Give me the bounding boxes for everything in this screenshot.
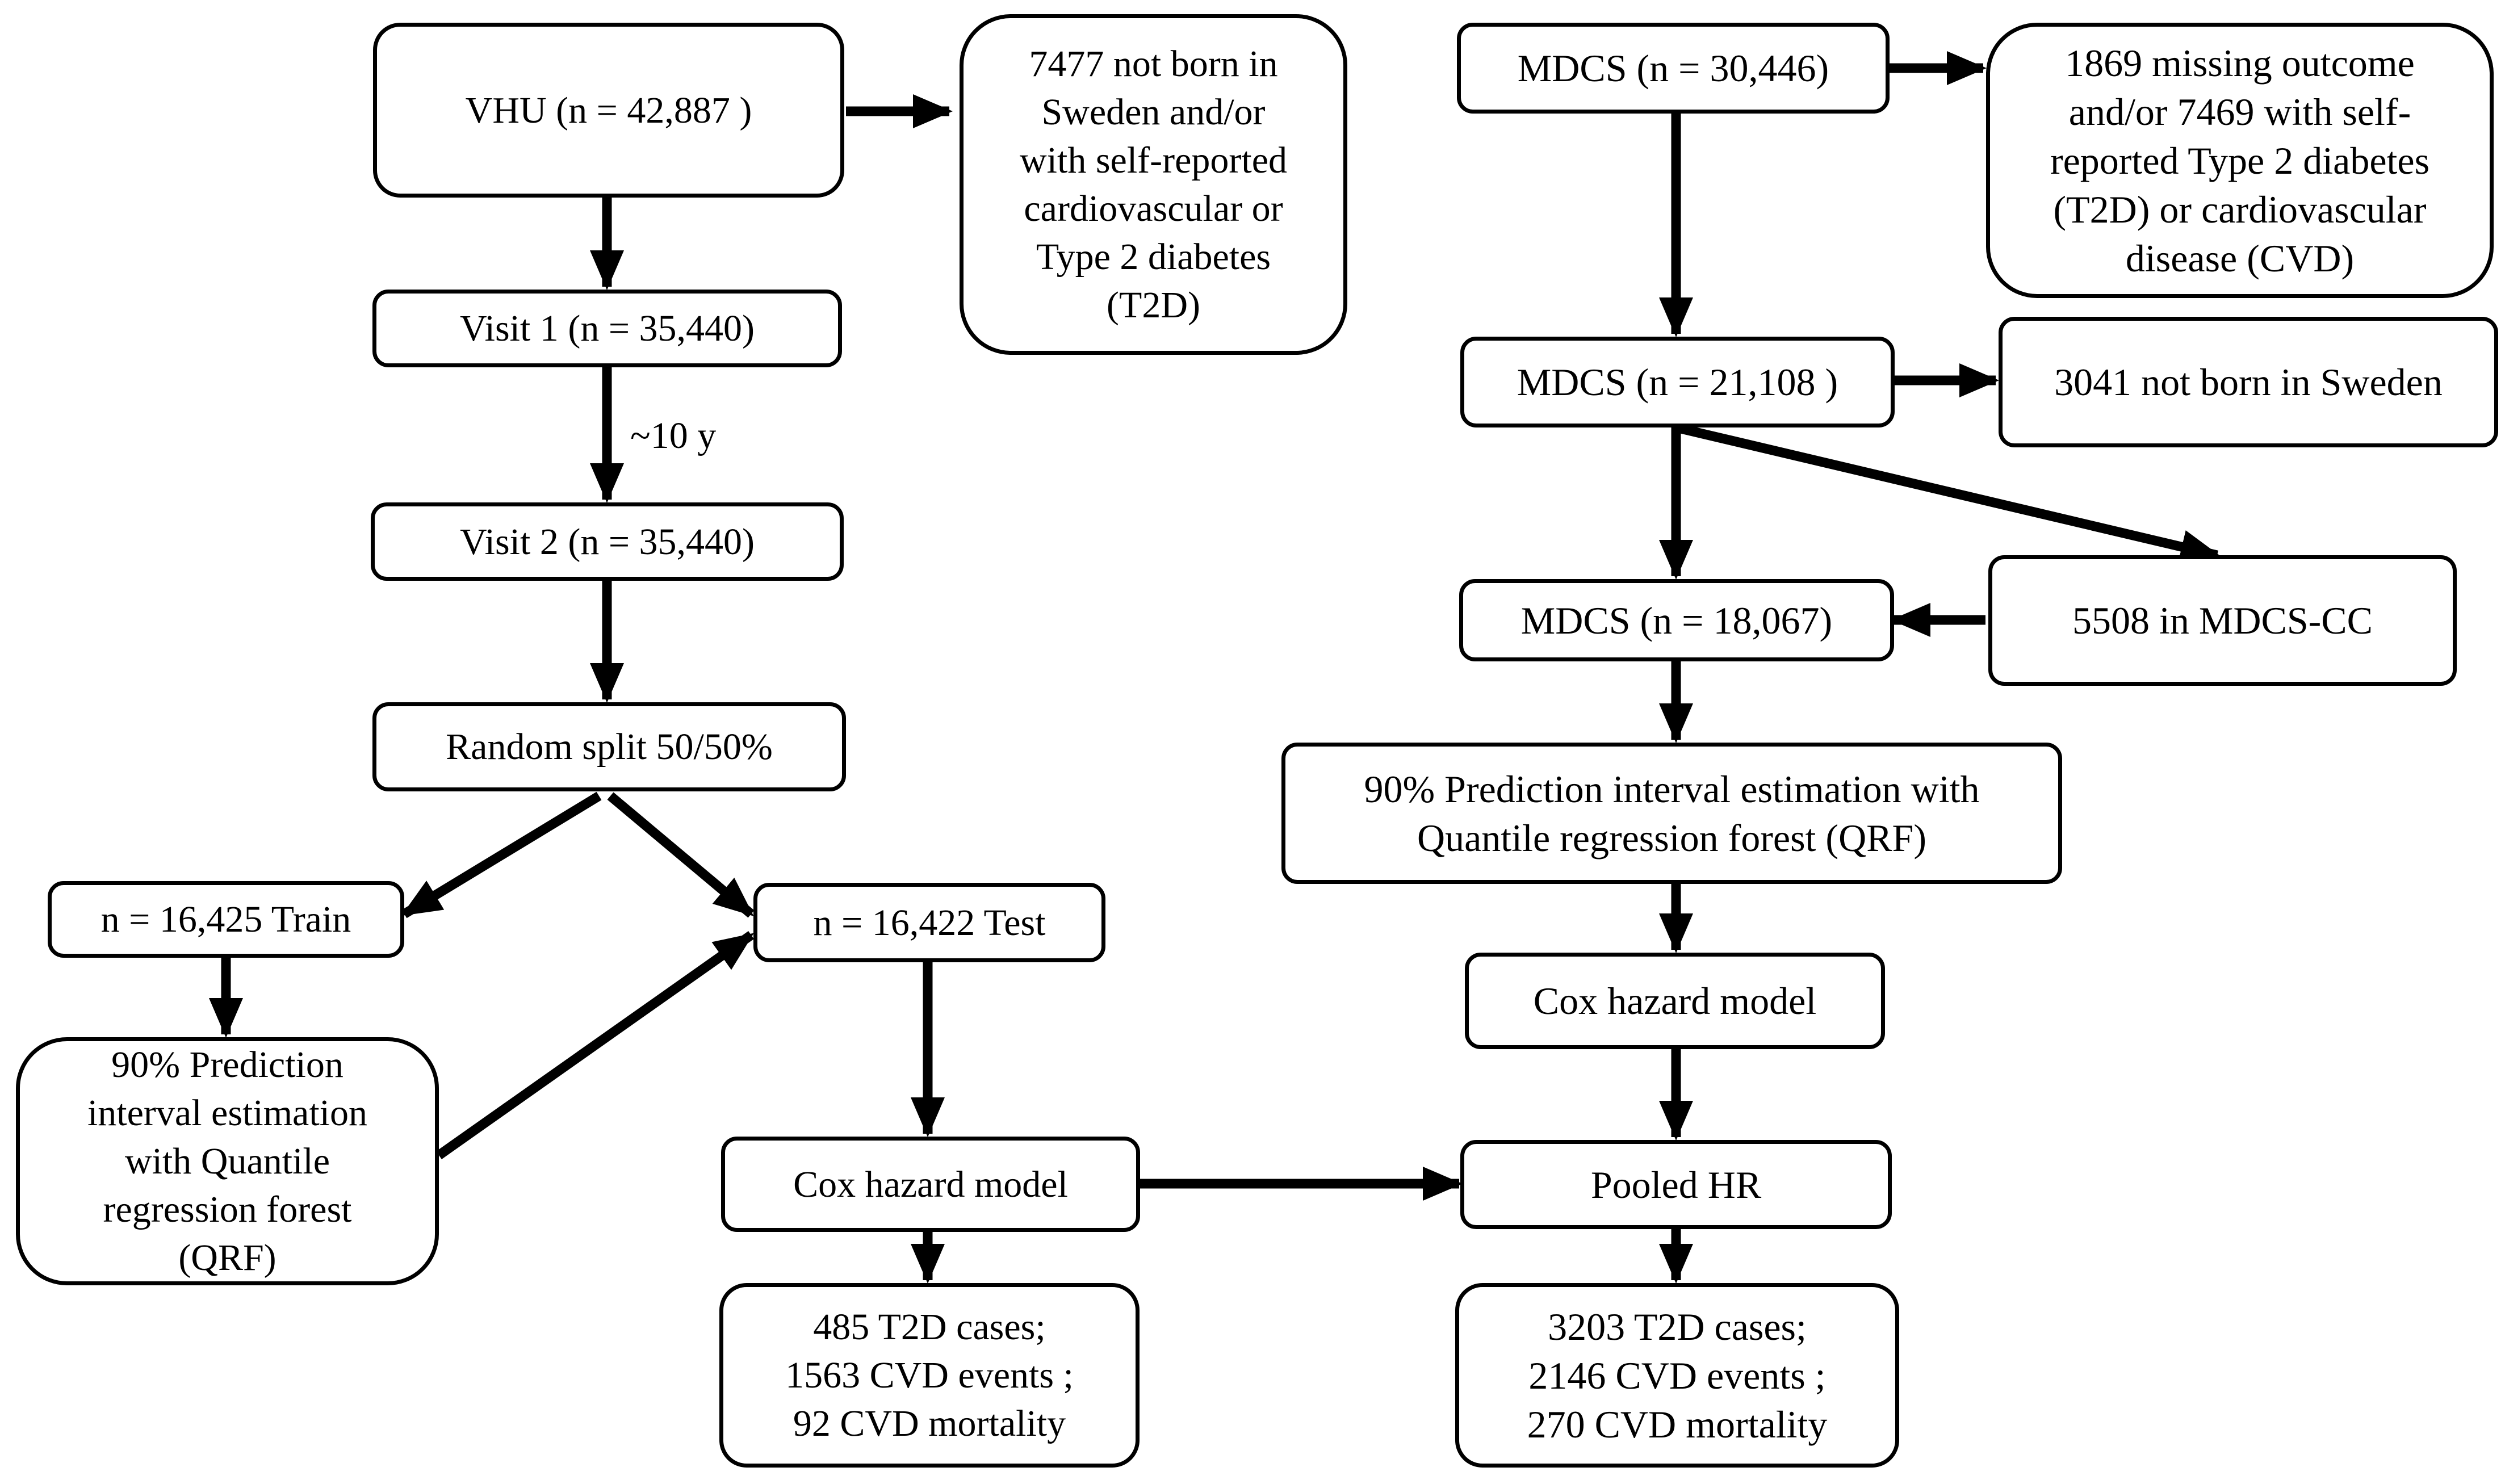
arrow-mdcs2-to-mdcs-cc: [1675, 422, 2221, 564]
arrow-qrf-to-test: [436, 931, 754, 1159]
visit2-box: Visit 2 (n = 35,440): [371, 502, 844, 581]
mdcs-exclusion-box: 1869 missing outcome and/or 7469 with se…: [1986, 23, 2494, 298]
qrf-left-box: 90% Prediction interval estimation with …: [16, 1037, 439, 1285]
mdcs-cc-box: 5508 in MDCS-CC: [1988, 555, 2457, 686]
vhu-cohort-box: VHU (n = 42,887 ): [373, 23, 844, 198]
cox-right-box: Cox hazard model: [1465, 953, 1885, 1049]
mdcs-not-born-box: 3041 not born in Sweden: [1999, 317, 2498, 447]
arrow-split-to-train: [401, 791, 602, 919]
cox-left-box: Cox hazard model: [721, 1137, 1140, 1232]
qrf-right-box: 90% Prediction interval estimation with …: [1281, 743, 2062, 884]
results-right-box: 3203 T2D cases; 2146 CVD events ; 270 CV…: [1455, 1283, 1899, 1468]
random-split-box: Random split 50/50%: [372, 702, 846, 791]
arrow-split-to-test: [607, 792, 755, 918]
visit1-box: Visit 1 (n = 35,440): [372, 290, 842, 367]
mdcs-final-box: MDCS (n = 18,067): [1459, 579, 1894, 661]
results-left-box: 485 T2D cases; 1563 CVD events ; 92 CVD …: [719, 1283, 1140, 1468]
vhu-exclusion-box: 7477 not born in Sweden and/or with self…: [960, 14, 1347, 355]
train-box: n = 16,425 Train: [48, 881, 404, 958]
mdcs-second-box: MDCS (n = 21,108 ): [1460, 337, 1895, 427]
mdcs-initial-box: MDCS (n = 30,446): [1457, 23, 1890, 114]
interval-label: ~10 y: [630, 415, 717, 456]
pooled-hr-box: Pooled HR: [1460, 1140, 1892, 1229]
test-box: n = 16,422 Test: [753, 883, 1105, 962]
